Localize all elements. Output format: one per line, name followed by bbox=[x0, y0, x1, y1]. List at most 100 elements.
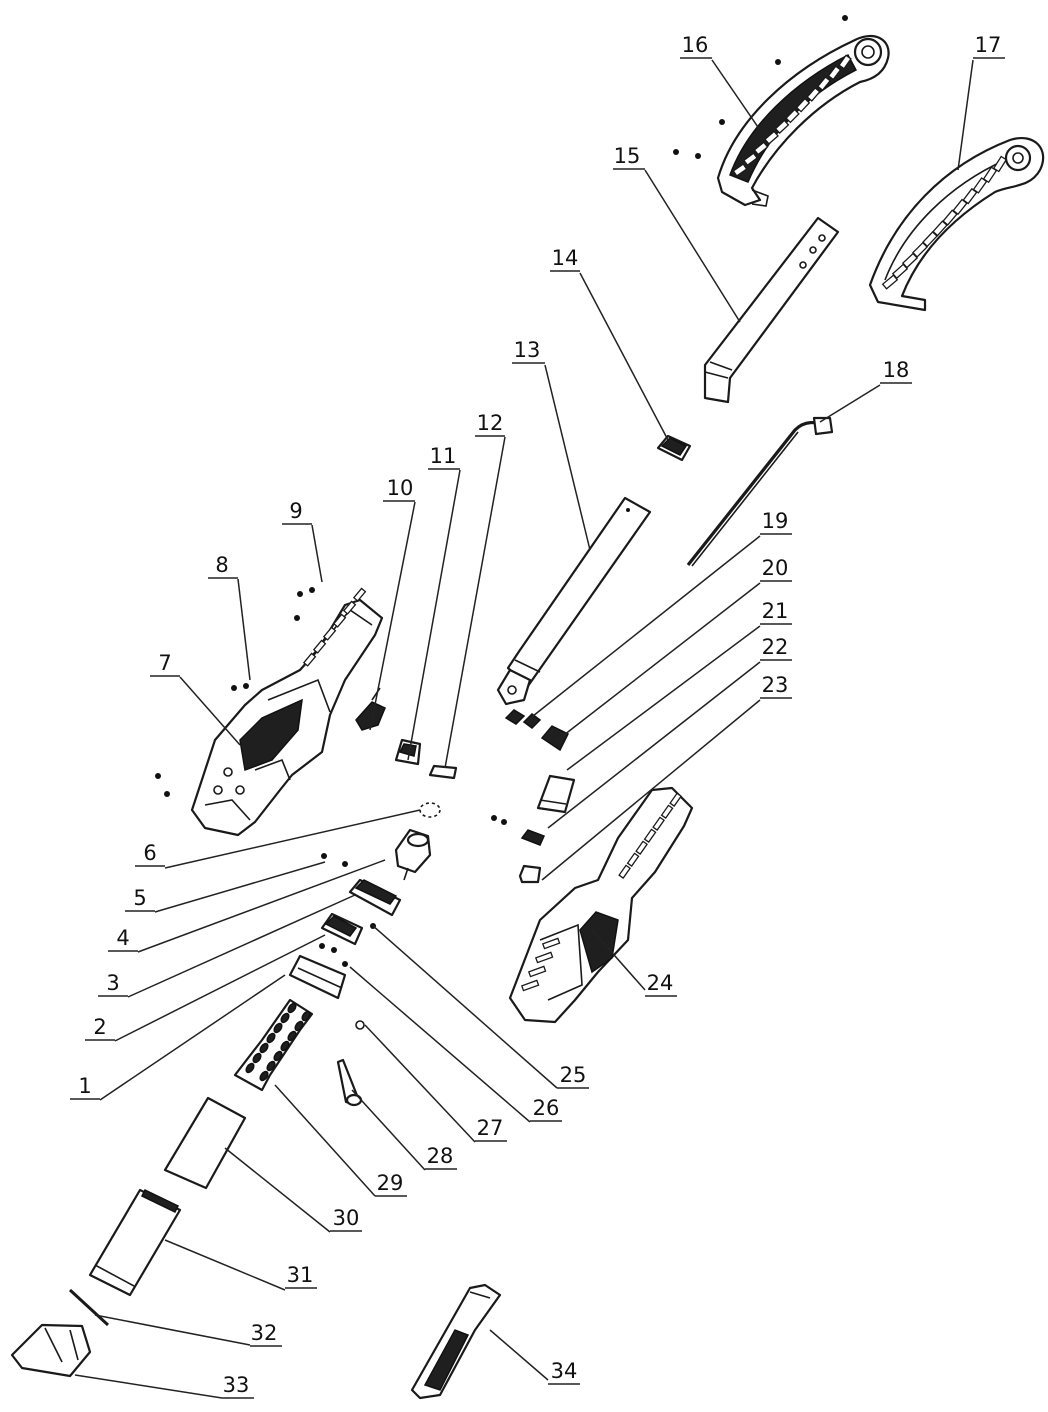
part-1-holder bbox=[288, 954, 348, 1000]
leader-line bbox=[127, 894, 356, 998]
callout-number: 17 bbox=[975, 33, 1002, 57]
callout-25: 25 bbox=[371, 924, 589, 1089]
callout-3: 3 bbox=[98, 894, 356, 998]
callout-number: 24 bbox=[647, 971, 674, 995]
leader-line bbox=[407, 469, 461, 761]
part-15-upper-tube bbox=[703, 216, 840, 404]
part-24-housing-half bbox=[508, 786, 694, 1024]
leader-line bbox=[351, 1089, 426, 1171]
leader-line bbox=[237, 578, 251, 681]
part-28-key bbox=[336, 1058, 363, 1107]
leader-line bbox=[644, 169, 741, 323]
part-2-bracket bbox=[319, 912, 376, 953]
callout-number: 13 bbox=[514, 338, 541, 362]
callout-8: 8 bbox=[208, 553, 251, 681]
callout-number: 5 bbox=[133, 886, 146, 910]
callout-number: 12 bbox=[477, 411, 504, 435]
part-22-spring-small bbox=[491, 815, 546, 846]
callout-33: 33 bbox=[74, 1373, 254, 1399]
callout-number: 34 bbox=[551, 1359, 578, 1383]
callout-32: 32 bbox=[94, 1314, 282, 1347]
part-27-screw bbox=[355, 1020, 365, 1030]
callout-17: 17 bbox=[957, 33, 1005, 171]
callout-13: 13 bbox=[512, 338, 591, 551]
callout-26: 26 bbox=[349, 966, 562, 1123]
part-10-switch bbox=[355, 687, 386, 731]
callout-number: 16 bbox=[682, 33, 709, 57]
leader-line bbox=[74, 1374, 223, 1399]
leader-line bbox=[579, 272, 669, 441]
callout-16: 16 bbox=[680, 33, 761, 131]
callout-20: 20 bbox=[554, 556, 792, 743]
leader-line bbox=[544, 364, 591, 551]
callout-5: 5 bbox=[125, 861, 326, 913]
callout-number: 7 bbox=[158, 651, 171, 675]
callout-number: 21 bbox=[762, 599, 789, 623]
leader-line bbox=[137, 859, 386, 953]
callout-number: 27 bbox=[477, 1116, 504, 1140]
leader-line bbox=[819, 384, 881, 423]
part-29-cell-holder bbox=[233, 998, 314, 1092]
callout-21: 21 bbox=[566, 599, 792, 771]
leader-line bbox=[164, 809, 421, 869]
callout-number: 4 bbox=[116, 926, 129, 950]
callout-number: 26 bbox=[533, 1096, 560, 1120]
callout-number: 32 bbox=[251, 1321, 278, 1345]
part-3-pcb bbox=[348, 878, 402, 917]
callout-number: 3 bbox=[106, 971, 119, 995]
leader-line bbox=[364, 1024, 476, 1143]
callout-number: 28 bbox=[427, 1144, 454, 1168]
callout-22: 22 bbox=[547, 635, 792, 829]
part-21-sleeve bbox=[536, 774, 576, 814]
leader-line bbox=[94, 1314, 251, 1346]
part-30-battery-pack bbox=[163, 1096, 247, 1190]
part-20-clamp bbox=[540, 725, 570, 752]
part-23-cap bbox=[518, 864, 542, 884]
callout-10: 10 bbox=[369, 476, 416, 731]
callout-number: 9 bbox=[289, 499, 302, 523]
callout-12: 12 bbox=[444, 411, 506, 769]
parts-layer bbox=[10, 15, 1045, 1400]
callout-number: 15 bbox=[614, 144, 641, 168]
leader-line bbox=[164, 1239, 286, 1291]
callout-number: 25 bbox=[560, 1063, 587, 1087]
leader-line bbox=[547, 661, 761, 829]
part-6-o-ring bbox=[419, 802, 441, 818]
callout-9: 9 bbox=[282, 499, 323, 583]
callout-19: 19 bbox=[532, 509, 792, 717]
leader-line bbox=[114, 934, 326, 1042]
leader-line bbox=[224, 1147, 331, 1233]
leader-line bbox=[369, 501, 416, 731]
callout-23: 23 bbox=[541, 673, 792, 881]
callout-number: 14 bbox=[552, 246, 579, 270]
leader-line bbox=[591, 929, 646, 991]
part-18-cable bbox=[686, 416, 834, 567]
leader-line bbox=[371, 924, 558, 1089]
callout-7: 7 bbox=[150, 651, 241, 746]
callout-number: 19 bbox=[762, 509, 789, 533]
leader-line bbox=[532, 535, 761, 717]
callout-6: 6 bbox=[135, 809, 421, 869]
leader-line bbox=[311, 524, 323, 583]
part-13-inner-tube bbox=[496, 496, 652, 706]
part-5-screws bbox=[321, 853, 348, 867]
callout-31: 31 bbox=[164, 1239, 317, 1291]
callout-number: 22 bbox=[762, 635, 789, 659]
callout-30: 30 bbox=[224, 1147, 362, 1233]
part-19-spring bbox=[504, 709, 542, 729]
part-4-motor bbox=[394, 828, 432, 881]
leader-line bbox=[349, 966, 531, 1123]
callout-number: 33 bbox=[223, 1373, 250, 1397]
callout-14: 14 bbox=[550, 246, 669, 441]
callout-number: 8 bbox=[215, 553, 228, 577]
callout-28: 28 bbox=[351, 1089, 457, 1171]
callout-number: 23 bbox=[762, 673, 789, 697]
callout-29: 29 bbox=[274, 1084, 407, 1197]
leader-line bbox=[554, 582, 761, 743]
part-12-terminal bbox=[428, 764, 458, 780]
part-31-tube-sleeve bbox=[88, 1188, 182, 1297]
leader-line bbox=[179, 676, 241, 746]
callout-4: 4 bbox=[108, 859, 386, 953]
